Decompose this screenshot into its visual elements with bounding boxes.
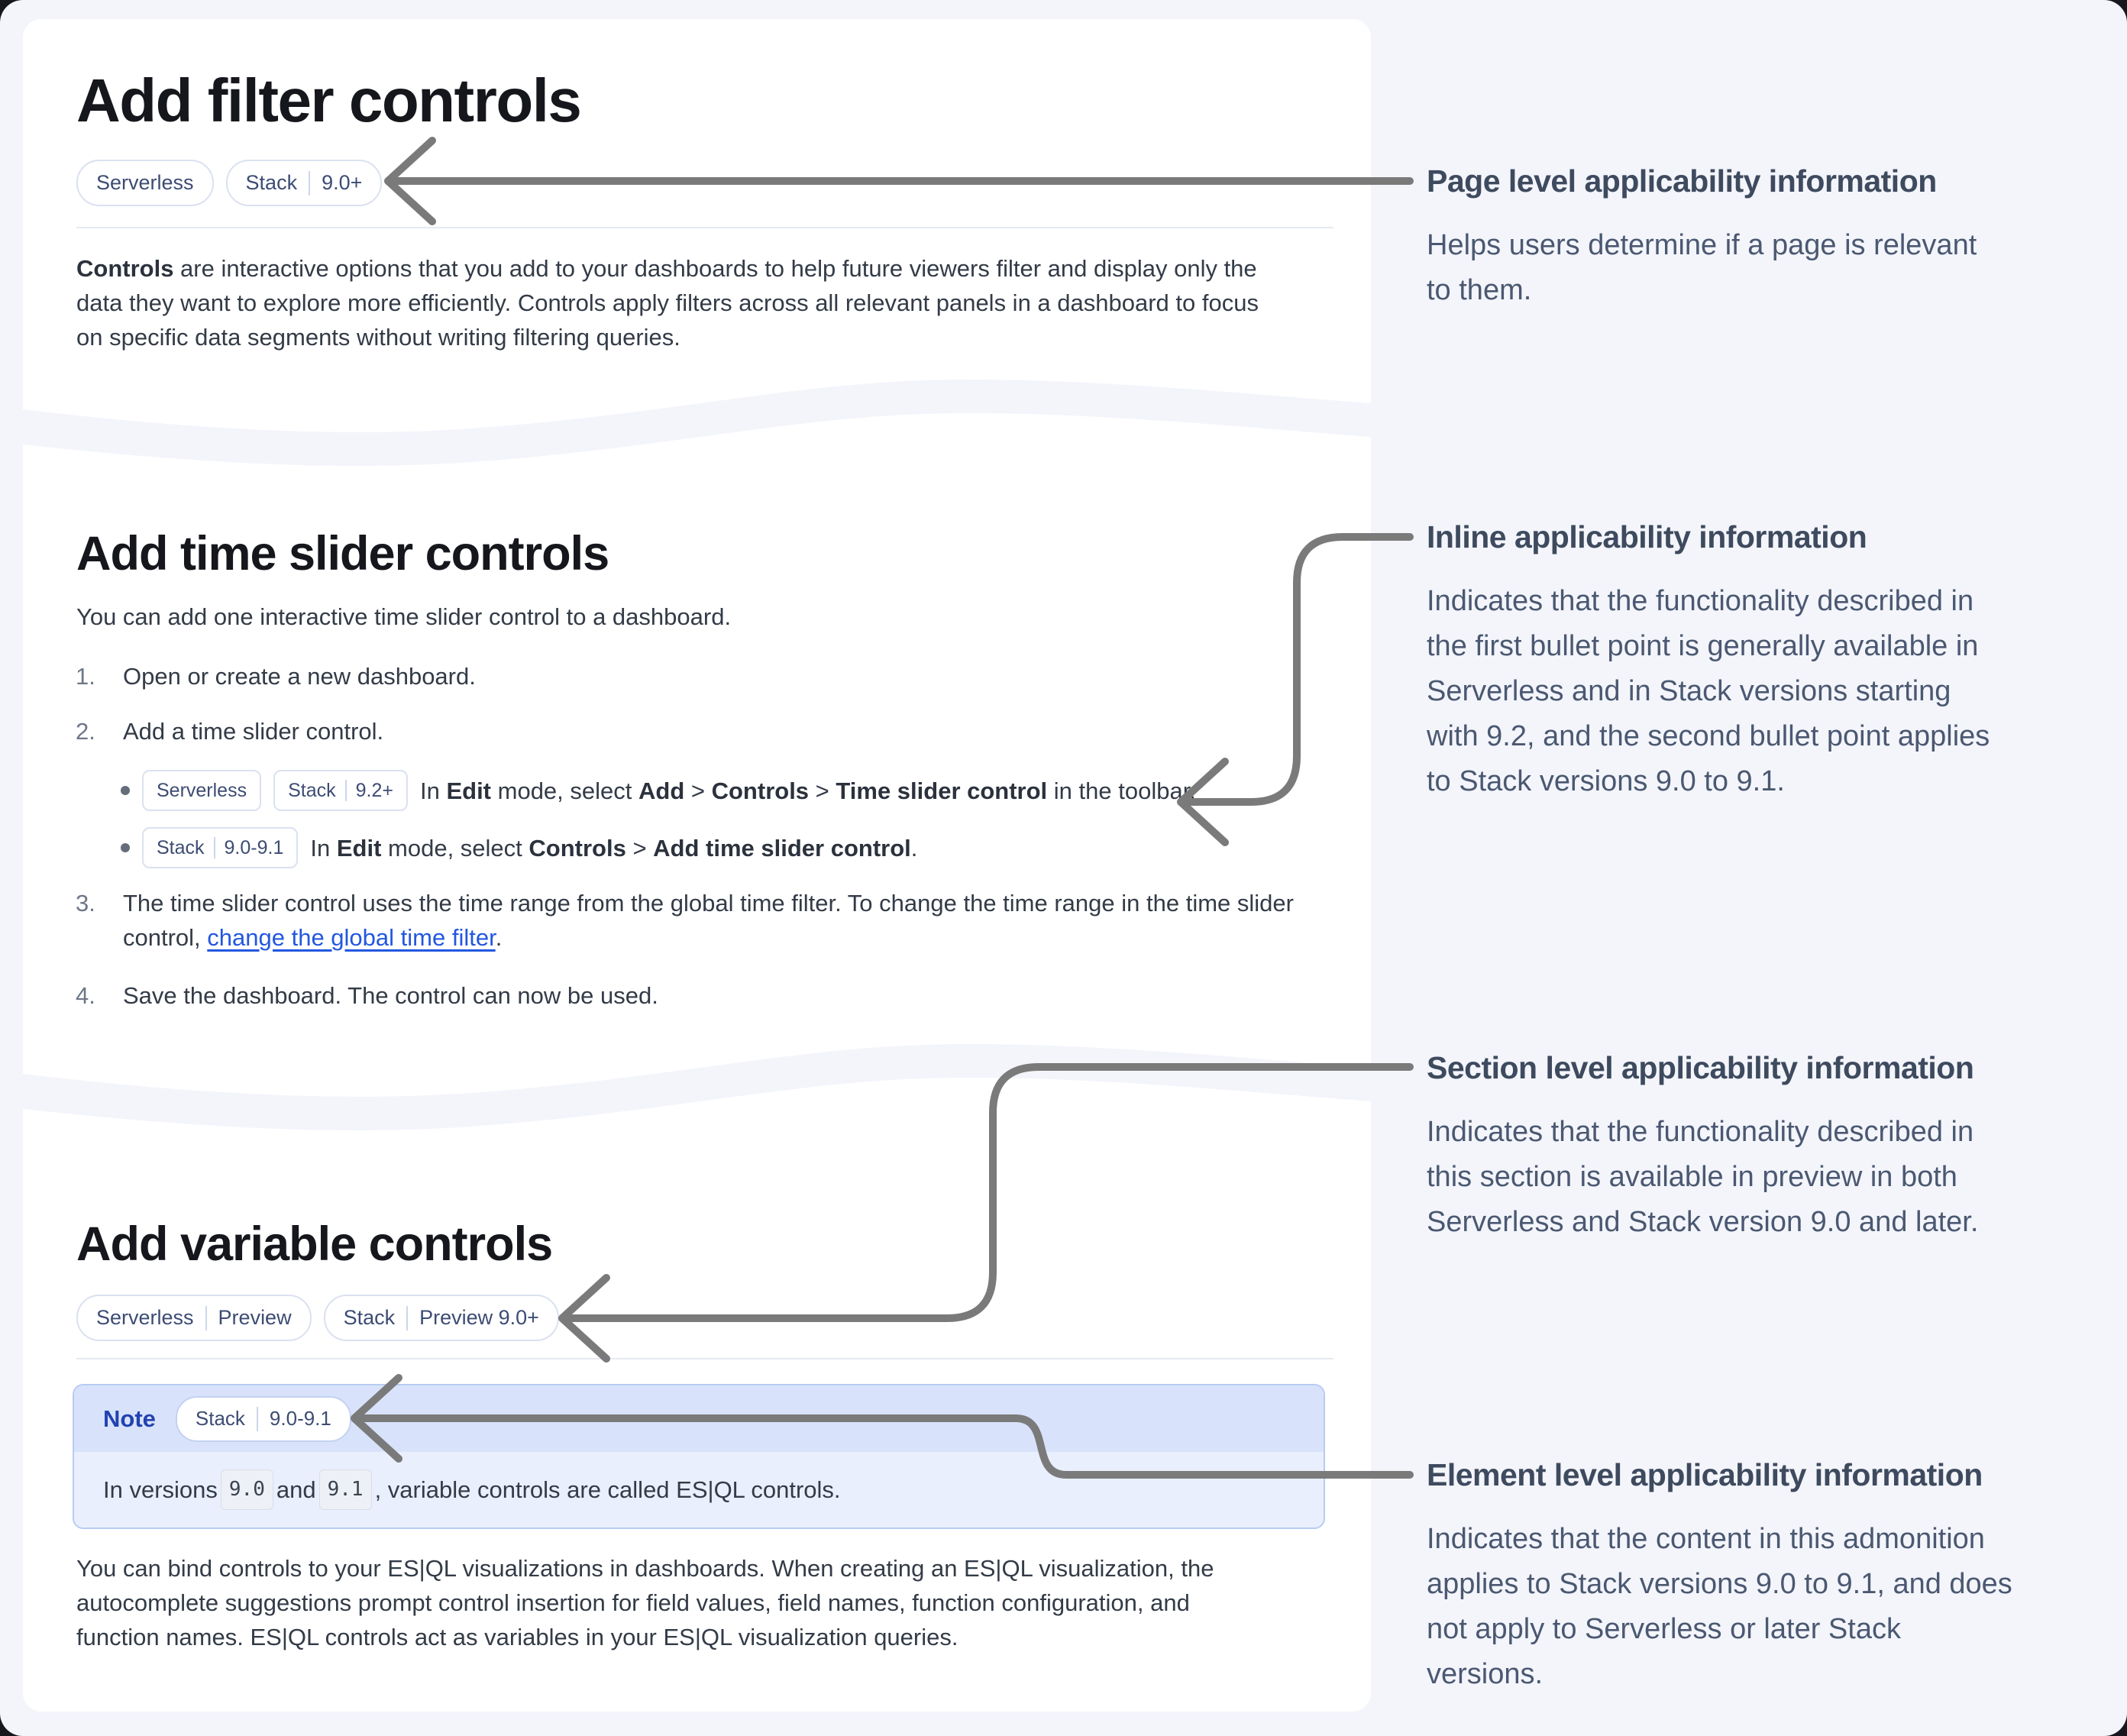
annotation-inline: Inline applicability information Indicat… (1427, 516, 2114, 804)
note-label: Note (103, 1405, 156, 1432)
wave-divider-top (23, 379, 1371, 466)
list-item-3: 3. The time slider control uses the time… (76, 886, 1294, 955)
text-line: function names. ES|QL controls act as va… (76, 1624, 958, 1650)
note-content: In versions 9.0 and 9.1, variable contro… (74, 1452, 1324, 1527)
badge-stack-9-0-plus: Stack 9.0+ (225, 160, 383, 206)
list-item-1: 1. Open or create a new dashboard. (76, 659, 476, 693)
annotation-heading: Section level applicability information (1427, 1050, 1974, 1085)
annotation-line: this section is available in preview in … (1427, 1161, 1957, 1193)
annotation-line: Indicates that the functionality describ… (1427, 585, 1974, 617)
page-level-badges: Serverless Stack 9.0+ (76, 160, 383, 206)
list-item-4: 4. Save the dashboard. The control can n… (76, 978, 658, 1013)
badge-divider (256, 1406, 258, 1431)
annotation-line: Indicates that the functionality describ… (1427, 1116, 1974, 1148)
badge-label: Stack (157, 836, 205, 858)
text-line: Open or create a new dashboard. (123, 663, 476, 690)
annotation-body: Indicates that the functionality describ… (1427, 1110, 2114, 1245)
divider (76, 1358, 1333, 1359)
section-title-variable: Add variable controls (76, 1217, 553, 1271)
bullet-dot-icon (121, 843, 130, 852)
text-line: You can bind controls to your ES|QL visu… (76, 1555, 1214, 1582)
badge-stack-9-0-9-1: Stack 9.0-9.1 (175, 1395, 351, 1442)
inline-badges: Stack 9.0-9.1 (142, 827, 299, 868)
text-line: on specific data segments without writin… (76, 324, 680, 351)
badge-divider (344, 780, 347, 801)
list-number: 3. (76, 890, 95, 916)
annotation-line: with 9.2, and the second bullet point ap… (1427, 720, 1990, 752)
badge-label: 9.0-9.1 (224, 836, 284, 858)
annotation-line: Helps users determine if a page is relev… (1427, 229, 1977, 261)
annotation-heading: Element level applicability information (1427, 1457, 1983, 1492)
text-line: Add a time slider control. (123, 718, 384, 745)
list-number: 1. (76, 663, 95, 690)
annotation-line: applies to Stack versions 9.0 to 9.1, an… (1427, 1568, 2012, 1600)
badge-label: 9.2+ (355, 779, 393, 801)
change-global-time-filter-link[interactable]: change the global time filter (207, 924, 496, 951)
annotation-line: Indicates that the content in this admon… (1427, 1523, 1985, 1555)
badge-divider (213, 837, 215, 858)
annotation-line: Serverless and in Stack versions startin… (1427, 675, 1951, 707)
divider (76, 227, 1333, 228)
annotation-body: Indicates that the content in this admon… (1427, 1517, 2114, 1697)
list-number: 4. (76, 982, 95, 1009)
annotation-line: Serverless and Stack version 9.0 and lat… (1427, 1206, 1979, 1238)
list-item-2: 2. Add a time slider control. (76, 714, 383, 748)
badge-serverless: Serverless (76, 160, 214, 206)
annotation-body: Helps users determine if a page is relev… (1427, 223, 2114, 313)
badge-label: Preview 9.0+ (419, 1306, 539, 1329)
badge-label: Serverless (96, 171, 194, 194)
text-line: Save the dashboard. The control can now … (123, 982, 658, 1009)
badge-label: 9.0+ (322, 171, 363, 194)
intro-paragraph: Controls are interactive options that yo… (76, 251, 1259, 354)
inline-code: 9.0 (220, 1469, 273, 1510)
annotation-page-level: Page level applicability information Hel… (1427, 160, 2114, 313)
bullet-dot-icon (121, 786, 130, 795)
inline-badges: Serverless Stack 9.2+ (142, 770, 408, 811)
badge-label: Stack (343, 1306, 396, 1329)
annotation-body: Indicates that the functionality describ… (1427, 579, 2114, 804)
badge-label: Serverless (157, 779, 247, 801)
note-admonition: Note Stack 9.0-9.1 In versions 9.0 and 9.… (73, 1384, 1325, 1529)
wave-divider-bottom (23, 1043, 1371, 1130)
text-line: Controls are interactive options that yo… (76, 255, 1257, 282)
badge-label: Stack (195, 1407, 245, 1430)
annotation-element-level: Element level applicability information … (1427, 1454, 2114, 1697)
badge-stack-preview-9-0-plus: Stack Preview 9.0+ (323, 1295, 559, 1341)
inline-code: 9.1 (318, 1469, 372, 1510)
note-header: Note Stack 9.0-9.1 (74, 1385, 1324, 1452)
annotation-line: not apply to Serverless or later Stack (1427, 1613, 1901, 1645)
badge-divider (205, 1305, 207, 1330)
text-line: control, change the global time filter. (123, 924, 503, 951)
page-title: Add filter controls (76, 66, 582, 134)
list-number: 2. (76, 718, 95, 745)
badge-stack-9-0-9-1: Stack 9.0-9.1 (142, 827, 299, 868)
badge-stack-9-2-plus: Stack 9.2+ (273, 770, 408, 811)
text-line: data they want to explore more efficient… (76, 289, 1259, 316)
badge-label: Serverless (96, 1306, 194, 1329)
badge-serverless-preview: Serverless Preview (76, 1295, 312, 1341)
badge-divider (309, 170, 311, 196)
section-level-badges: Serverless Preview Stack Preview 9.0+ (76, 1295, 559, 1341)
text-line: The time slider control uses the time ra… (123, 890, 1294, 916)
badge-label: Stack (245, 171, 298, 194)
annotation-line: versions. (1427, 1658, 1544, 1690)
text-line: autocomplete suggestions prompt control … (76, 1589, 1190, 1616)
badge-divider (406, 1305, 409, 1330)
annotation-line: to Stack versions 9.0 to 9.1. (1427, 765, 1785, 797)
element-level-badges: Stack 9.0-9.1 (175, 1395, 351, 1442)
annotation-line: the first bullet point is generally avai… (1427, 630, 1979, 662)
badge-serverless: Serverless (142, 770, 262, 811)
section-title-time-slider: Add time slider controls (76, 527, 609, 580)
badge-label: Stack (288, 779, 336, 801)
badge-label: Preview (218, 1306, 292, 1329)
annotation-heading: Page level applicability information (1427, 163, 1937, 199)
annotation-line: to them. (1427, 274, 1532, 306)
time-slider-intro: You can add one interactive time slider … (76, 603, 732, 630)
annotation-heading: Inline applicability information (1427, 519, 1867, 554)
variable-outro-paragraph: You can bind controls to your ES|QL visu… (76, 1551, 1214, 1654)
annotation-section-level: Section level applicability information … (1427, 1047, 2114, 1245)
badge-label: 9.0-9.1 (269, 1407, 331, 1430)
